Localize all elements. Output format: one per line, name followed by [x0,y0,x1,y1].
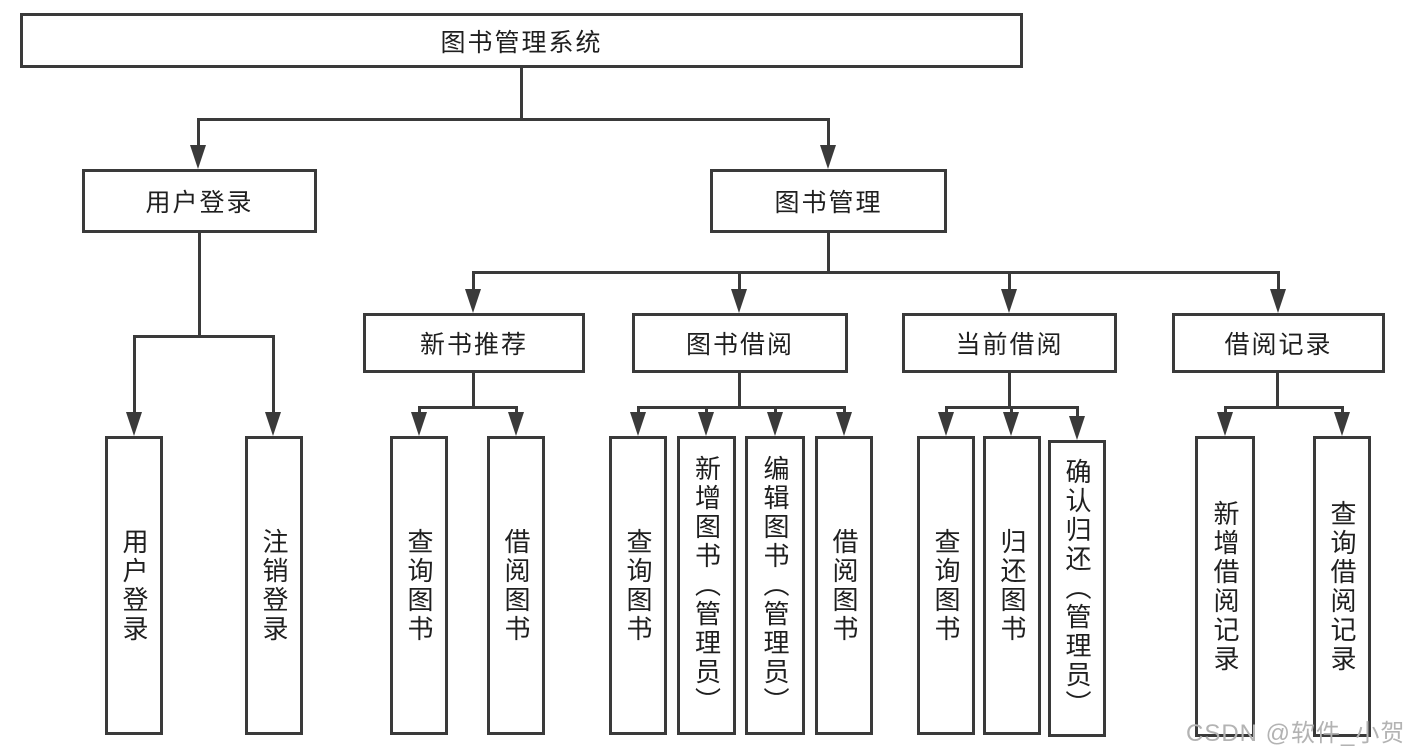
connector-hline [197,118,830,121]
csdn-watermark: CSDN @软件_小贺同学 [1186,720,1405,747]
leaf-add-borrow-record: 新增借阅记录 [1195,436,1255,737]
connector-vline [1008,373,1011,409]
arrow-down-icon [836,412,852,436]
connector-vline [1224,406,1227,415]
connector-vline [472,373,475,409]
arrow-down-icon [630,412,646,436]
arrow-down-icon [767,412,783,436]
connector-hline [472,271,1280,274]
arrow-down-icon [1334,412,1350,436]
arrow-down-icon [1217,412,1233,436]
arrow-down-icon [1003,412,1019,436]
arrow-down-icon [938,412,954,436]
arrow-down-icon [190,145,206,169]
node-library-system: 图书管理系统 [20,13,1023,68]
leaf-return-book: 归还图书 [983,436,1041,735]
arrow-down-icon [508,412,524,436]
arrow-down-icon [820,145,836,169]
connector-vline [843,406,846,415]
connector-vline [774,406,777,415]
leaf-query-books-recommend: 查询图书 [390,436,448,735]
connector-hline [418,406,518,409]
connector-vline [198,233,201,338]
connector-vline [197,118,200,148]
node-book-borrow: 图书借阅 [632,313,848,373]
connector-vline [637,406,640,415]
connector-vline [418,406,421,415]
connector-hline [1224,406,1344,409]
connector-vline [472,271,475,293]
connector-vline [827,233,830,274]
connector-vline [1010,406,1013,415]
leaf-borrow-books-borrow: 借阅图书 [815,436,873,735]
leaf-user-login: 用户登录 [105,436,163,735]
node-user-login: 用户登录 [82,169,317,233]
leaf-query-books-borrow: 查询图书 [609,436,667,735]
leaf-edit-book-admin: 编辑图书（管理员） [745,436,805,735]
node-book-management: 图书管理 [710,169,947,233]
connector-vline [738,373,741,409]
connector-vline [520,68,523,121]
arrow-down-icon [465,289,481,313]
connector-vline [272,335,275,415]
leaf-query-books-current: 查询图书 [917,436,975,735]
connector-vline [827,118,830,148]
node-new-book-recommend: 新书推荐 [363,313,585,373]
connector-hline [637,406,846,409]
leaf-logout: 注销登录 [245,436,303,735]
arrow-down-icon [265,412,281,436]
arrow-down-icon [1069,416,1085,440]
leaf-add-book-admin: 新增图书（管理员） [677,436,736,735]
connector-vline [133,335,136,415]
connector-vline [1076,406,1079,419]
connector-vline [945,406,948,415]
arrow-down-icon [698,412,714,436]
arrow-down-icon [1270,289,1286,313]
leaf-query-borrow-record: 查询借阅记录 [1313,436,1371,737]
arrow-down-icon [126,412,142,436]
arrow-down-icon [731,289,747,313]
connector-vline [1341,406,1344,415]
connector-vline [1008,271,1011,293]
connector-vline [1276,373,1279,409]
arrow-down-icon [411,412,427,436]
node-current-borrow: 当前借阅 [902,313,1117,373]
connector-hline [133,335,275,338]
connector-vline [705,406,708,415]
leaf-confirm-return-admin: 确认归还（管理员） [1048,440,1106,737]
leaf-borrow-books-recommend: 借阅图书 [487,436,545,735]
connector-vline [738,271,741,293]
connector-vline [1277,271,1280,293]
arrow-down-icon [1001,289,1017,313]
connector-vline [515,406,518,415]
node-borrow-records: 借阅记录 [1172,313,1385,373]
